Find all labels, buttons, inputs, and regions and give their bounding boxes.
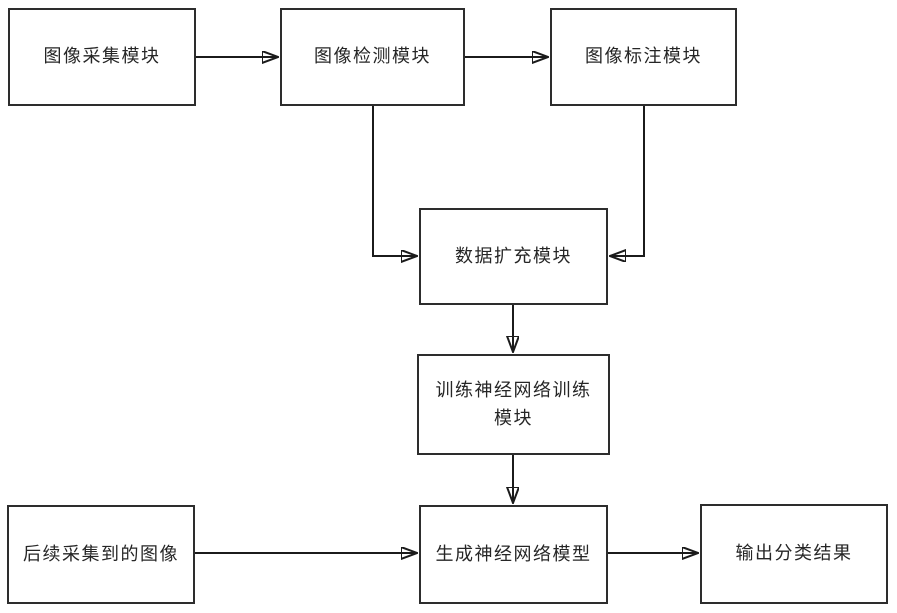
- node-generate-nn-model-label: 生成神经网络模型: [435, 543, 592, 565]
- node-image-detection-label: 图像检测模块: [314, 46, 431, 68]
- edge-annotation-to-augmentation-arrow: [610, 106, 645, 256]
- node-image-acquisition-label: 图像采集模块: [43, 46, 161, 68]
- node-data-augmentation-label: 数据扩充模块: [455, 245, 572, 267]
- edge-detection-to-augmentation-arrow: [372, 106, 417, 256]
- node-output-classification-label: 输出分类结果: [735, 543, 853, 565]
- node-data-augmentation: 数据扩充模块: [419, 208, 608, 305]
- node-image-acquisition: 图像采集模块: [8, 8, 196, 106]
- node-image-detection: 图像检测模块: [280, 8, 465, 106]
- node-image-annotation: 图像标注模块: [550, 8, 737, 106]
- node-nn-training: 训练神经网络训练模块: [417, 354, 610, 455]
- node-nn-training-label: 训练神经网络训练模块: [435, 379, 592, 429]
- node-generate-nn-model: 生成神经网络模型: [419, 505, 608, 604]
- node-image-annotation-label: 图像标注模块: [585, 46, 702, 68]
- node-subsequent-images-label: 后续采集到的图像: [23, 543, 179, 565]
- node-output-classification: 输出分类结果: [700, 504, 888, 604]
- node-subsequent-images: 后续采集到的图像: [7, 505, 195, 604]
